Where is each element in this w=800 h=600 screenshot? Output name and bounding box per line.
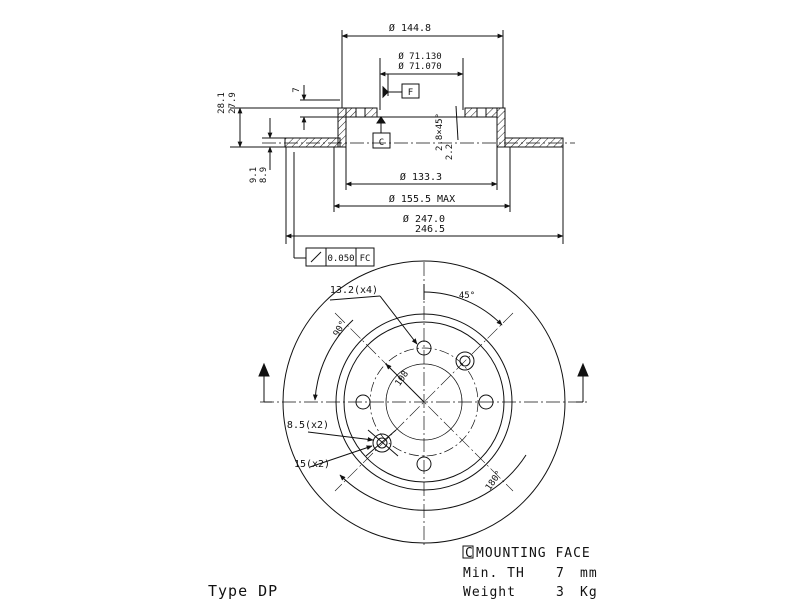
disc-diameter-lower-label: 246.5 (415, 224, 445, 235)
height-lower-label: 27.9 (228, 92, 238, 114)
friction-ring-right (504, 137, 564, 148)
weight-unit: Kg (580, 585, 598, 600)
mounting-face-symbol-box (462, 545, 474, 559)
flag-f-label: F (408, 88, 413, 98)
disc-diameter-upper-label: Ø 247.0 (403, 213, 445, 225)
section-view (230, 30, 575, 267)
plan-view (258, 260, 589, 545)
height-upper-label: 28.1 (217, 92, 227, 114)
mounting-face-text: MOUNTING FACE (476, 546, 591, 561)
bolt-hole-bottom (416, 456, 432, 472)
max-diameter-label: Ø 155.5 MAX (389, 193, 455, 205)
stud-hole-left (355, 107, 366, 118)
angle-180-label: 180° (484, 469, 505, 493)
min-th-unit: mm (580, 566, 598, 581)
angle-45-label: 45° (459, 291, 475, 301)
flange-upper-label: 9.1 (249, 167, 259, 183)
stud-hole-upper-right (455, 351, 475, 371)
type-label: Type DP (208, 582, 278, 600)
bolt-hole-right (478, 394, 494, 410)
weight-label: Weight (463, 585, 516, 600)
section-arrow-left-icon (258, 362, 270, 377)
weight-value: 3 (556, 585, 565, 600)
thickness-label: 7 (292, 87, 302, 92)
mounting-face-symbol: C (465, 546, 474, 561)
min-th-label: Min. TH (463, 566, 525, 581)
bolt-hole-top (416, 340, 432, 356)
runout-datum-label: FC (360, 254, 371, 264)
bolt-hole-left (355, 394, 371, 410)
section-arrow-right-icon (577, 362, 589, 377)
hole-85-label: 8.5(x2) (287, 420, 329, 431)
chamfer-upper-label: 2.8×45° (435, 113, 445, 151)
flange-lower-label: 8.9 (259, 167, 269, 183)
min-th-value: 7 (556, 566, 565, 581)
hub-bore-upper-label: Ø 71.130 (398, 51, 441, 62)
outer-diameter-label: Ø 144.8 (389, 22, 431, 34)
runout-value-label: 0.050 (327, 254, 354, 264)
stud-hole-right (476, 107, 487, 118)
hub-bore-lower-label: Ø 71.070 (398, 61, 441, 72)
pcd-label: 108 (394, 369, 412, 388)
hole-15-label: 15(x2) (294, 459, 330, 470)
chamfer-lower-label: 2.2 (445, 144, 455, 160)
inner-diameter-label: Ø 133.3 (400, 171, 442, 183)
angle-90-label: 90° (332, 319, 349, 338)
friction-ring-left (284, 137, 341, 148)
hat-wall-right (496, 107, 506, 148)
runout-arrow-icon (310, 251, 322, 263)
flag-c-label: C (379, 138, 384, 148)
stud-hole-lower-left (372, 433, 392, 453)
bolt-hole-label: 13.2(x4) (330, 285, 378, 296)
hat-wall-left (337, 107, 347, 148)
